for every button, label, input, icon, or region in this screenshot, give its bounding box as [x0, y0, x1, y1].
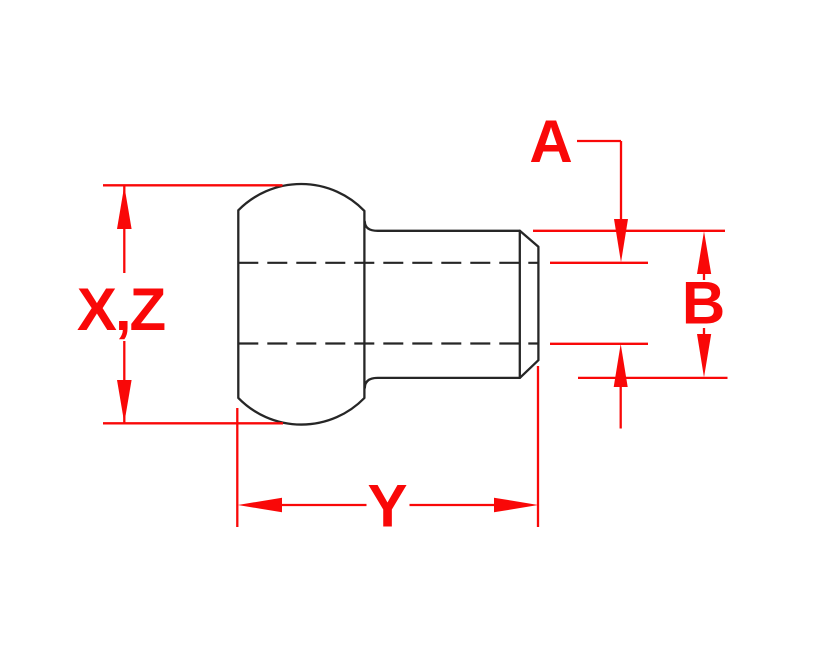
- dim-label-b: B: [682, 270, 725, 337]
- y-arrowhead-right: [494, 497, 539, 513]
- dim-label-a: A: [529, 108, 572, 175]
- a-arrowhead-down: [614, 219, 628, 263]
- dimension-xz: X,Z: [77, 184, 283, 425]
- part-outline: [237, 182, 540, 426]
- xz-arrowhead-up: [117, 185, 132, 229]
- part-head-outline: [237, 182, 366, 426]
- part-shank-outline: [363, 220, 540, 389]
- dimension-b: B: [533, 229, 728, 380]
- dimension-a: A: [529, 108, 648, 429]
- dim-label-xz: X,Z: [77, 276, 165, 343]
- dim-label-y: Y: [367, 473, 407, 540]
- xz-arrowhead-down: [117, 380, 132, 423]
- b-arrowhead-up: [697, 231, 712, 274]
- a-arrowhead-up: [613, 343, 628, 387]
- b-arrowhead-down: [697, 334, 712, 378]
- y-arrowhead-left: [237, 497, 282, 513]
- dimension-y: Y: [236, 366, 540, 540]
